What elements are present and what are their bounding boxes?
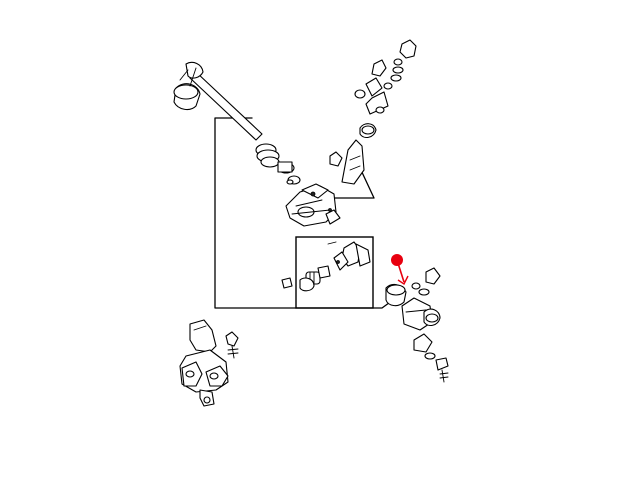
lower-bushing — [385, 283, 407, 307]
upper-linkage-parts — [329, 39, 417, 185]
highlight-marker[interactable] — [391, 254, 409, 286]
detail-inset-box — [295, 236, 374, 309]
shift-bracket-assembly — [179, 319, 239, 407]
shift-lever-rod — [173, 61, 263, 141]
boot-bushing-stack — [255, 143, 301, 185]
lower-linkage-stack — [401, 267, 449, 383]
inset-detail-parts — [281, 241, 371, 292]
shifter-housing — [285, 183, 341, 227]
